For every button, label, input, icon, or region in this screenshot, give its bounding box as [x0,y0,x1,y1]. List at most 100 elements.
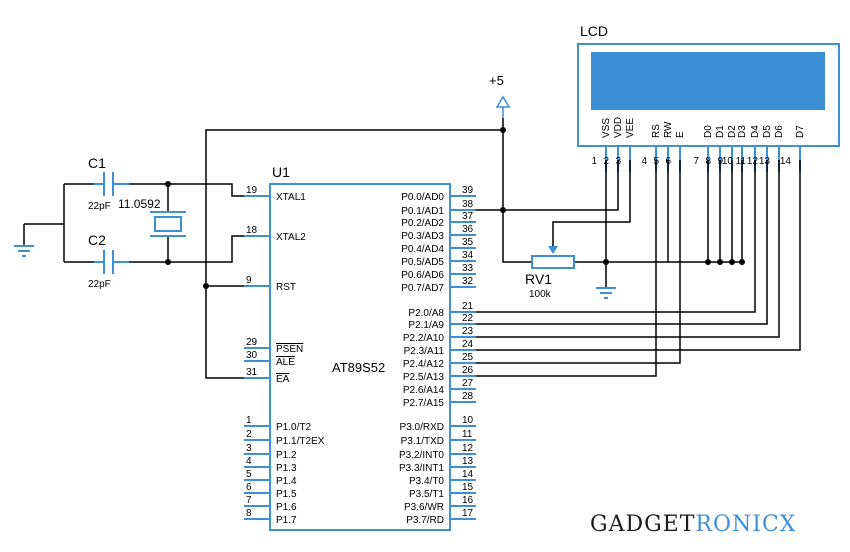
ground-icon [14,245,34,257]
lcd-pin-name: D1 [715,125,726,138]
u1-pin-number: 10 [462,415,474,426]
u1-pin-number: 28 [462,391,474,402]
u1-pin-number: 25 [462,352,474,363]
u1-pin-label: XTAL2 [276,232,306,243]
u1-pin-number: 26 [462,365,474,376]
lcd-pin-name: E [675,131,686,138]
u1-pin-label: P2.6/A14 [403,385,445,396]
junction-dot [739,259,745,265]
c2-ref: C2 [88,232,106,248]
lcd-pin-name: D0 [703,125,714,138]
u1-pin-number: 16 [462,495,474,506]
crystal-icon [150,211,186,237]
u1-pin-label: P0.6/AD6 [401,270,444,281]
vdd-wire [503,160,619,211]
lcd-pin-name: D2 [727,125,738,138]
u1-pin-label: ALE [276,357,295,368]
lcd-screen [591,52,825,110]
u1-pin-number: 14 [462,469,474,480]
u1-pin-label: PSEN [276,344,303,355]
u1-pin-label: P1.6 [276,502,297,513]
u1-pin-label: P2.5/A13 [403,372,445,383]
u1-pin-label: P0.1/AD1 [401,206,444,217]
u1-pin-label: P0.2/AD2 [401,218,444,229]
u1-pin-label: XTAL1 [276,192,306,203]
vcc-p00-wire [476,130,504,211]
potentiometer-rv1-icon [531,246,575,269]
u1-pin-label: P2.7/A15 [403,398,445,409]
u1-pin-number: 36 [462,224,474,235]
u1-part: AT89S52 [332,360,385,375]
u1-pin-number: 22 [462,313,474,324]
u1-ref: U1 [272,164,290,180]
u1-pin-number: 37 [462,211,474,222]
u1-pin-number: 2 [246,429,252,440]
p22-d6-wire [476,160,780,338]
junction-dot [203,283,209,289]
p21-d5-wire [476,160,768,325]
u1-pin-number: 31 [246,367,258,378]
xtal2-wire [64,235,244,263]
junctions [165,127,745,289]
brand-part2: RONICX [695,512,796,537]
lcd-pin-name: D4 [750,125,761,138]
junction-dot [717,259,723,265]
u1-pin-label: P0.3/AD3 [401,231,444,242]
u1-pin-number: 4 [246,456,252,467]
u1-pin-label: P0.7/AD7 [401,283,444,294]
lcd-pin-number: 7 [693,156,699,167]
brand-part1: GADGET [590,512,695,537]
capacitor-c2-icon [94,250,129,274]
junction-dot [165,259,171,265]
junction-dot [500,207,506,213]
u1-pin-label: P2.1/A9 [408,320,444,331]
lcd-pin-number: 13 [759,156,771,167]
vcc-rail-wire [205,118,504,379]
p20-d4-wire [476,160,756,313]
u1-pin-number: 29 [246,337,258,348]
lcd-title: LCD [580,23,608,39]
rv1-value: 100k [529,289,552,300]
u1-pin-label: P1.7 [276,515,297,526]
u1-pin-number: 30 [246,350,258,361]
u1-pin-label: P1.5 [276,489,297,500]
power-arrow-icon [495,95,511,108]
u1-pin-label: P0.5/AD5 [401,257,444,268]
u1-pin-label: P1.4 [276,476,297,487]
lcd-pin-number: 1 [591,156,597,167]
lcd-pin-number: 10 [722,156,734,167]
xtal1-wire [64,183,244,197]
u1-pin-number: 23 [462,326,474,337]
u1-pin-number: 3 [246,443,252,454]
u1-pin-label: RST [276,282,296,293]
u1-pin-number: 7 [246,495,252,506]
u1-pin-number: 38 [462,199,474,210]
u1-pin-number: 32 [462,276,474,287]
p23-d7-wire [476,160,801,351]
vee-wire [552,160,631,252]
p25-rs-wire [476,160,657,377]
u1-pin-label: P3.6/WR [404,502,444,513]
u1-pin-label: P0.4/AD4 [401,244,444,255]
u1-pin-number: 1 [246,415,252,426]
u1-pin-label: P3.5/T1 [409,489,444,500]
u1-pin-number: 21 [462,301,474,312]
u1-pin-number: 24 [462,339,474,350]
lcd-pin-number: 4 [641,156,647,167]
u1-pin-number: 12 [462,443,474,454]
power-label: +5 [489,73,504,88]
ground-wire [23,184,65,262]
u1-pin-label: P2.3/A11 [404,346,445,357]
rv1-ref: RV1 [525,271,552,287]
wires [23,118,801,379]
u1-pin-number: 33 [462,263,474,274]
u1-pin-label: P2.4/A12 [403,359,445,370]
junction-dot [705,259,711,265]
lcd-pin-name: D3 [737,125,748,138]
junction-dot [603,259,609,265]
u1-pin-number: 35 [462,237,474,248]
lcd-pin-number: 12 [747,156,759,167]
lcd-pin-name: D7 [795,125,806,138]
lcd-pin-name: RS [651,124,662,138]
